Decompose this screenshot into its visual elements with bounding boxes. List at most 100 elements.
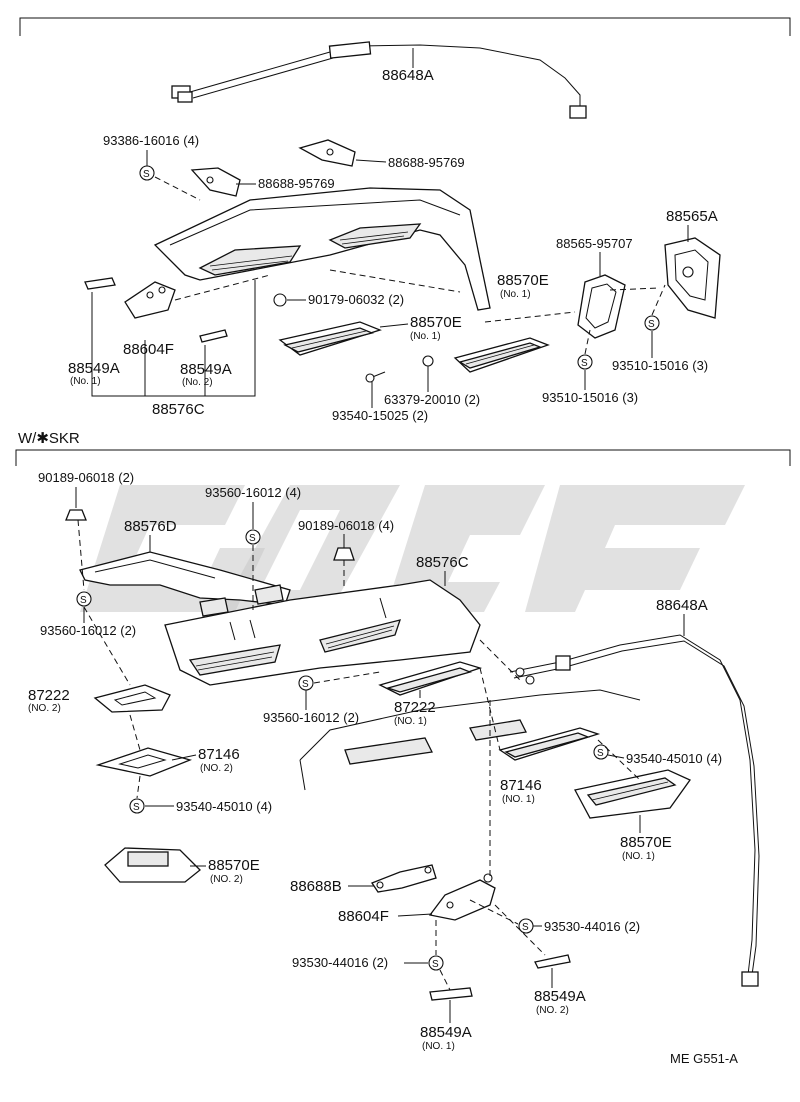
label-t10: 93510-15016 (3) [612,358,708,373]
svg-text:S: S [302,679,309,690]
duct-88576D [79,551,291,617]
gasket-87222-no2 [93,684,171,713]
bracket-88688-a [190,167,241,197]
label-b19: 93530-44016 (2) [544,919,640,934]
plate-88549A-no2-bottom [534,954,571,969]
lamp-88570E-a [278,321,382,356]
nut-90179 [273,293,287,307]
figure-code: ME G551-A [670,1051,738,1066]
label-t12: 88549A [68,360,120,377]
label-b13: 93540-45010 (4) [176,799,272,814]
note-b15: (NO. 1) [622,851,655,862]
note-b14: (NO. 1) [502,794,535,805]
note-b8: (NO. 2) [28,703,61,714]
label-t8: 90179-06032 (2) [308,292,404,307]
lamp-87146-no1 [498,727,601,761]
label-t5: 88565A [666,208,718,225]
label-t14: 88549A [180,361,232,378]
clip-90189-a [65,509,87,521]
lamp-87222-no1 [378,661,483,696]
svg-text:S: S [432,959,439,970]
plate-88549A-no2 [199,329,228,343]
label-b20: 93530-44016 (2) [292,955,388,970]
plate-88549A-no1-bottom [429,987,473,1001]
section-label: W/✱SKR [18,430,80,447]
label-b16: 88570E [208,857,260,874]
label-t13: 88604F [123,341,174,358]
label-t3: 88688-95769 [258,176,335,191]
label-b10: 87222 [394,699,436,716]
label-b21: 88549A [534,988,586,1005]
note-t7: (No. 1) [500,289,531,300]
lamp-88570E-no1 [574,769,691,819]
lamp-88570E-no2 [104,847,201,883]
svg-text:S: S [133,802,140,813]
label-b15: 88570E [620,834,672,851]
screw-93510-a: S [644,315,660,331]
label-b5: 88576C [416,554,469,571]
note-b16: (NO. 2) [210,874,243,885]
bottom-labels: 90189-06018 (2) 93560-16012 (4) 90189-06… [28,470,722,1052]
screw-93386: S [139,165,155,181]
svg-text:S: S [597,748,604,759]
label-t16: 63379-20010 (2) [384,392,480,407]
label-b18: 88604F [338,908,389,925]
bezel-88565A [664,237,721,319]
clip-63379 [422,355,434,367]
label-t17: 93540-15025 (2) [332,408,428,423]
note-b22: (NO. 1) [422,1041,455,1052]
label-b3: 90189-06018 (4) [298,518,394,533]
label-b4: 88576D [124,518,177,535]
switch-88604F-top [124,281,176,319]
label-b12: 93540-45010 (4) [626,751,722,766]
label-t9: 88570E [410,314,462,331]
svg-text:S: S [648,319,655,330]
note-b11: (NO. 2) [200,763,233,774]
console-shell-top [153,187,491,311]
note-b10: (NO. 1) [394,716,427,727]
label-b22: 88549A [420,1024,472,1041]
console-88576C-bottom [164,579,481,686]
dashed-leaders-bottom [77,519,641,991]
label-b8: 87222 [28,687,70,704]
svg-text:S: S [522,922,529,933]
screw-93510-b: S [577,354,593,370]
label-b7: 88648A [656,597,708,614]
wire-harness-top [171,41,587,119]
switch-88604F-bottom [428,873,496,921]
bottom-section-frame [15,449,791,466]
note-t9: (No. 1) [410,331,441,342]
lamp-88570E-b [453,337,550,373]
svg-text:S: S [581,358,588,369]
note-t12: (No. 1) [70,376,101,387]
gasket-87146-no2 [95,747,193,777]
svg-text:S: S [143,169,150,180]
label-b6: 93560-16012 (2) [40,623,136,638]
top-section-frame [19,17,791,36]
plate-88549A-no1 [84,277,116,290]
clip-90189-b [333,547,355,561]
label-t1: 88648A [382,67,434,84]
top-labels: 88648A 93386-16016 (4) 88688-95769 88688… [68,62,718,423]
label-b2: 93560-16012 (4) [205,485,301,500]
note-t14: (No. 2) [182,377,213,388]
label-t11: 93510-15016 (3) [542,390,638,405]
headliner-panel [299,689,641,791]
label-t6: 88565-95707 [556,236,633,251]
frame-88565-95707 [577,274,626,339]
label-t4: 88688-95769 [388,155,465,170]
label-t2: 93386-16016 (4) [103,133,199,148]
wire-harness-bottom [509,634,760,987]
bracket-88688-b [298,139,356,167]
label-b9: 93560-16012 (2) [263,710,359,725]
label-b14: 87146 [500,777,542,794]
label-t7: 88570E [497,272,549,289]
note-b21: (NO. 2) [536,1005,569,1016]
screws-bottom: S S S S S S S [76,529,609,971]
label-t15: 88576C [152,401,205,418]
label-b17: 88688B [290,878,342,895]
screw-93540-15025 [365,371,386,383]
svg-text:S: S [80,595,87,606]
label-b1: 90189-06018 (2) [38,470,134,485]
